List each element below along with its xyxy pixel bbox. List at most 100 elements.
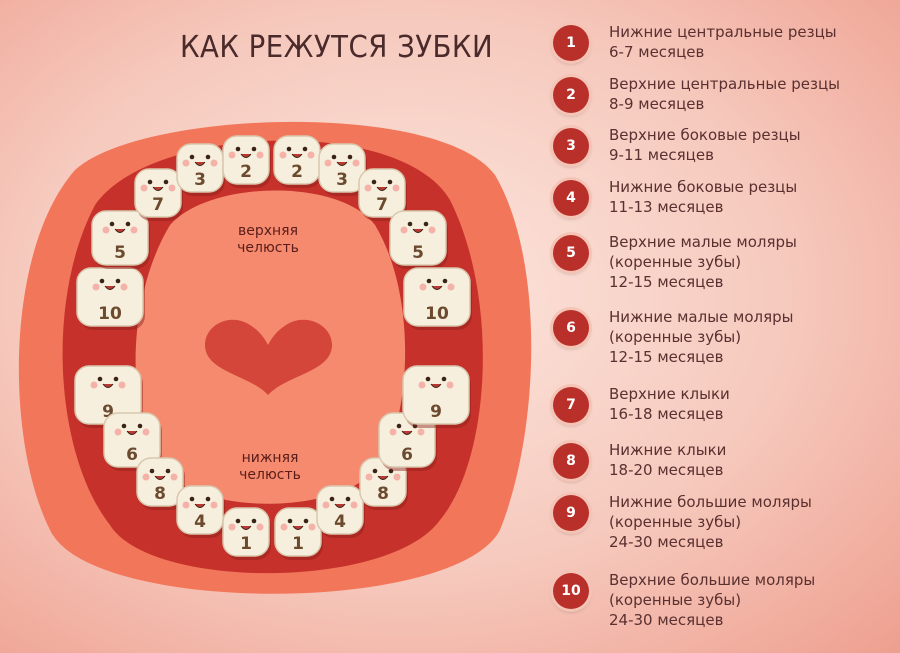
legend-line: 11-13 месяцев	[609, 198, 724, 216]
tooth-cheek	[389, 428, 397, 436]
tooth-cheek	[120, 283, 128, 291]
tooth-eye	[251, 146, 257, 152]
tooth-number: 3	[194, 170, 206, 190]
tooth-number: 6	[401, 445, 413, 465]
tooth-eye	[286, 146, 292, 152]
tooth-lower-4: 4	[176, 485, 225, 538]
tooth-cheek	[393, 473, 401, 481]
tooth-number: 5	[412, 243, 424, 263]
tooth-number: 3	[336, 170, 348, 190]
tooth-eye	[441, 376, 447, 382]
tooth-body	[274, 507, 322, 557]
legend-number-badge: 6	[553, 310, 589, 346]
tooth-eye	[149, 468, 155, 474]
tooth-upper-3: 3	[176, 143, 225, 196]
tooth-eye	[99, 278, 105, 284]
tooth-number: 7	[152, 195, 164, 215]
legend-line: 24-30 месяцев	[609, 533, 724, 551]
tooth-cheek	[114, 428, 122, 436]
tooth-body	[134, 168, 182, 218]
legend-line: Нижние малые моляры	[609, 308, 794, 326]
tooth-number: 7	[376, 195, 388, 215]
page-title: КАК РЕЖУТСЯ ЗУБКИ	[180, 30, 494, 65]
tooth-number: 4	[194, 512, 206, 532]
tooth-cheek	[90, 381, 98, 389]
tooth-cheek	[417, 428, 425, 436]
legend-line: Верхние боковые резцы	[609, 126, 801, 144]
tooth-cheek	[447, 283, 455, 291]
tooth-cheek	[142, 473, 150, 481]
tooth-cheek	[210, 159, 218, 167]
tooth-cheek	[170, 473, 178, 481]
lower-jaw-label-line2: челюсть	[239, 467, 301, 483]
legend-line: 24-30 месяцев	[609, 611, 724, 629]
tooth-cheek	[324, 159, 332, 167]
tooth-eye	[189, 496, 195, 502]
tooth-eye	[302, 146, 308, 152]
tooth-number: 6	[126, 445, 138, 465]
tooth-upper-5: 5	[389, 210, 448, 269]
tooth-cheek	[419, 283, 427, 291]
tooth-cheek	[228, 151, 236, 159]
tooth-upper-10: 10	[403, 267, 472, 330]
tooth-upper-7: 7	[134, 168, 183, 221]
legend-number-badge: 9	[553, 495, 589, 531]
tooth-eye	[113, 376, 119, 382]
tooth-body	[91, 210, 149, 266]
upper-jaw-label-line1: верхняя	[238, 223, 298, 239]
tooth-eye	[137, 423, 143, 429]
tooth-cheek	[140, 184, 148, 192]
tooth-mouth	[377, 475, 389, 480]
tooth-eye	[388, 468, 394, 474]
tooth-lower-8: 8	[359, 457, 408, 510]
tooth-cheek	[118, 381, 126, 389]
tooth-cheek	[256, 523, 264, 531]
legend-text: Нижние боковые резцы 11-13 месяцев	[609, 177, 797, 217]
lower-jaw-label-line1: нижняя	[242, 450, 299, 466]
tooth-cheek	[400, 226, 408, 234]
tooth-mouth	[104, 285, 116, 290]
legend-number-badge: 8	[553, 443, 589, 479]
tooth-cheek	[102, 226, 110, 234]
heart-icon	[205, 319, 332, 395]
tooth-eye	[125, 221, 131, 227]
tooth-eye	[426, 278, 432, 284]
tooth-cheek	[307, 151, 315, 159]
tooth-eye	[387, 179, 393, 185]
tooth-number: 10	[425, 304, 449, 324]
tooth-cheek	[446, 381, 454, 389]
tooth-number: 2	[291, 162, 303, 182]
tooth-mouth	[240, 525, 252, 530]
tooth-cheek	[322, 501, 330, 509]
tooth-upper-7: 7	[358, 168, 407, 221]
tooth-mouth	[194, 503, 206, 508]
legend-number-badge: 1	[553, 25, 589, 61]
legend-line: Верхние клыки	[609, 385, 730, 403]
tooth-mouth	[401, 430, 413, 435]
tooth-lower-1: 1	[274, 507, 323, 560]
tooth-eye	[331, 154, 337, 160]
legend-number-badge: 7	[553, 387, 589, 423]
tooth-eye	[163, 179, 169, 185]
tooth-cheek	[280, 523, 288, 531]
legend-line: (коренные зубы)	[609, 328, 742, 346]
tooth-cheek	[210, 501, 218, 509]
legend-line: 18-20 месяцев	[609, 461, 724, 479]
tooth-eye	[372, 468, 378, 474]
tooth-eye	[205, 154, 211, 160]
legend-text: Верхние малые моляры(коренные зубы)12-15…	[609, 232, 797, 292]
tooth-eye	[235, 518, 241, 524]
tooth-cheek	[352, 159, 360, 167]
tooth-mouth	[336, 161, 348, 166]
tooth-cheek	[256, 151, 264, 159]
tooth-mouth	[126, 430, 138, 435]
tooth-mouth	[431, 285, 443, 290]
tooth-cheek	[130, 226, 138, 234]
tooth-cheek	[182, 501, 190, 509]
legend-line: Нижние боковые резцы	[609, 178, 798, 196]
tooth-number: 10	[98, 304, 122, 324]
